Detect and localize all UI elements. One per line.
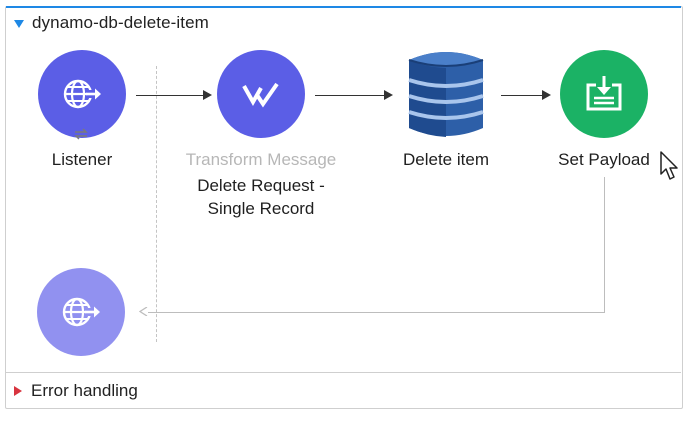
transform-label-line2: Single Record (207, 199, 315, 218)
return-arrow-head-icon (139, 307, 148, 316)
set-payload-icon (586, 76, 622, 111)
connector-arrow (136, 95, 204, 96)
flow-selection-bar (6, 6, 681, 8)
listener-circle[interactable] (38, 50, 126, 138)
error-handling-header[interactable]: Error handling (14, 380, 138, 402)
mouse-pointer-icon (660, 151, 678, 180)
connector-arrow (501, 95, 543, 96)
transform-circle[interactable] (217, 50, 305, 138)
flow-header[interactable]: dynamo-db-delete-item (14, 12, 209, 34)
arrow-head-icon (384, 90, 393, 100)
dataweave-icon (242, 82, 279, 108)
set-payload-label: Set Payload (558, 150, 650, 169)
transform-label-line1: Delete Request - (197, 176, 325, 195)
triangle-down-icon[interactable] (14, 19, 24, 28)
globe-arrow-icon (62, 297, 100, 327)
dynamodb-icon[interactable] (401, 46, 491, 142)
delete-item-label: Delete item (403, 150, 489, 169)
listener-response-circle[interactable] (37, 268, 125, 356)
arrow-head-icon (203, 90, 212, 100)
return-connector (148, 312, 605, 313)
error-handling-divider (6, 372, 681, 373)
globe-arrow-icon (63, 79, 101, 109)
sync-icon (74, 128, 88, 140)
source-divider (156, 66, 157, 342)
arrow-head-icon (542, 90, 551, 100)
error-handling-title: Error handling (31, 381, 138, 400)
return-connector (604, 177, 605, 313)
set-payload-circle[interactable] (560, 50, 648, 138)
flow-title: dynamo-db-delete-item (32, 13, 209, 32)
triangle-right-icon[interactable] (14, 386, 22, 396)
listener-label: Listener (51, 150, 113, 169)
transform-type-label: Transform Message (185, 150, 337, 169)
connector-arrow (315, 95, 385, 96)
